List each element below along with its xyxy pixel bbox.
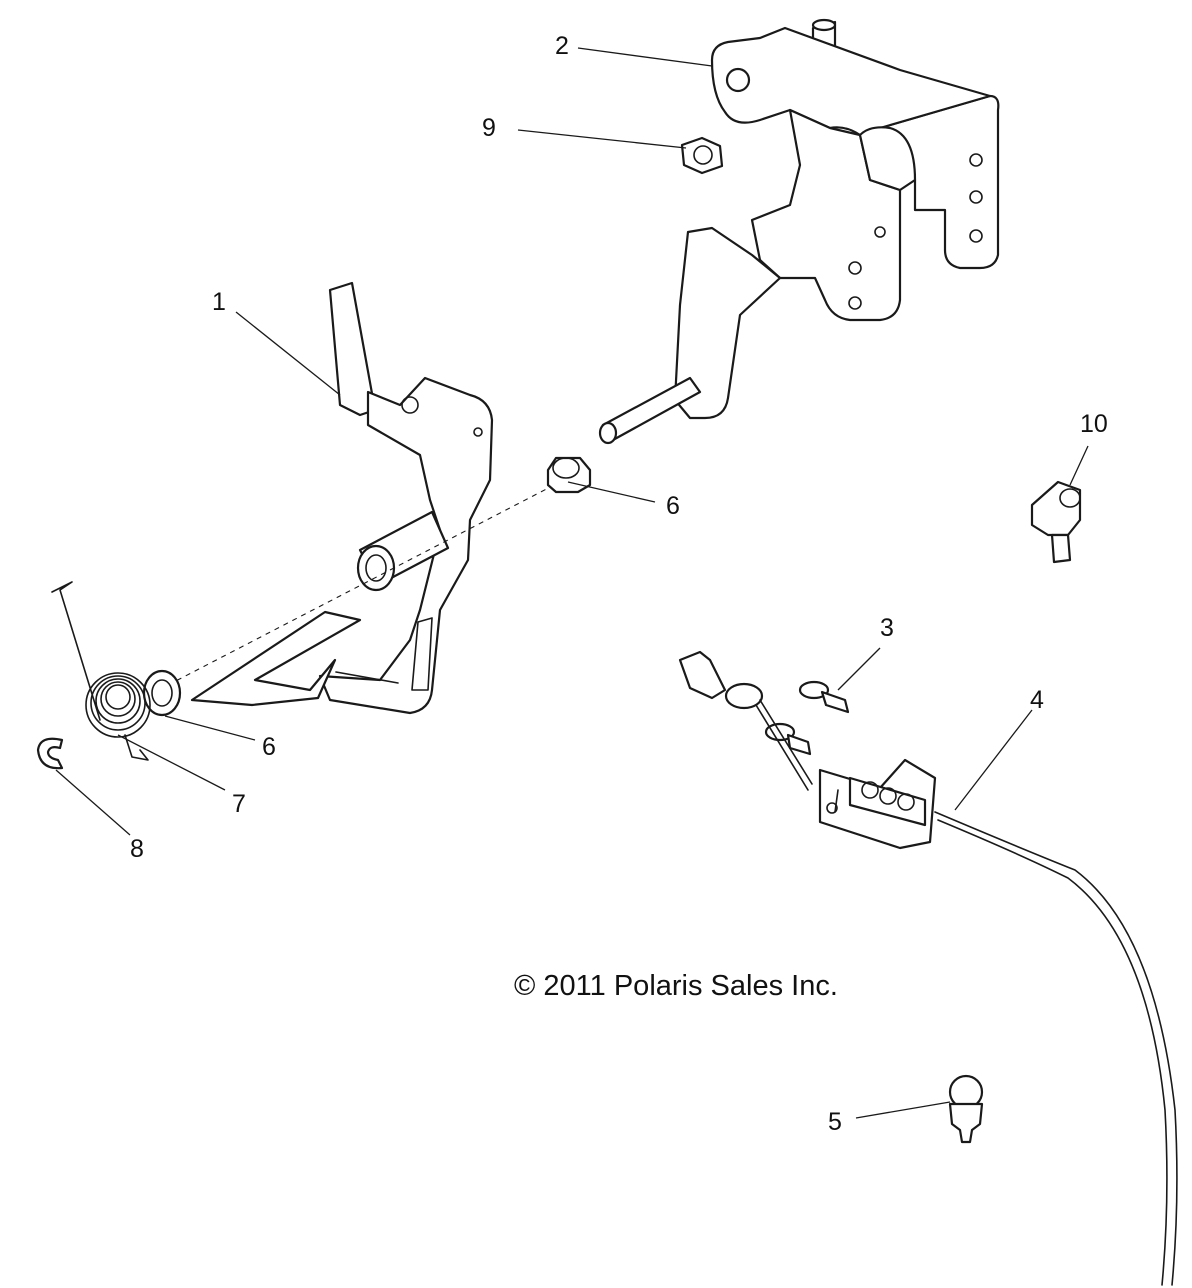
callout-8: 8 bbox=[130, 835, 144, 863]
callout-5: 5 bbox=[828, 1108, 842, 1136]
part-5-push-clip bbox=[948, 1074, 984, 1144]
part-8-e-clip bbox=[36, 737, 64, 770]
part-4-cable-assembly bbox=[678, 650, 1178, 1286]
part-1-pedal-lever bbox=[190, 281, 494, 715]
part-7-torsion-spring bbox=[51, 581, 151, 761]
callout-10: 10 bbox=[1080, 410, 1108, 438]
copyright-notice: © 2011 Polaris Sales Inc. bbox=[514, 970, 838, 1002]
part-6-bushing-upper bbox=[546, 456, 592, 494]
callout-6-lower: 6 bbox=[262, 733, 276, 761]
callout-3: 3 bbox=[880, 614, 894, 642]
callout-labels: 2 9 1 6 10 3 4 6 7 8 5 bbox=[130, 32, 1108, 1136]
callout-6-upper: 6 bbox=[666, 492, 680, 520]
callout-9: 9 bbox=[482, 114, 496, 142]
leader-lines bbox=[55, 47, 1089, 1119]
part-10-clip bbox=[1030, 480, 1082, 564]
part-3-rivet-upper bbox=[798, 680, 850, 714]
part-9-flange-nut bbox=[680, 136, 724, 175]
part-6-bushing-lower bbox=[142, 669, 182, 717]
callout-7: 7 bbox=[232, 790, 246, 818]
callout-1: 1 bbox=[212, 288, 226, 316]
part-2-mounting-bracket bbox=[598, 18, 1000, 445]
part-3-rivet-lower bbox=[764, 722, 812, 756]
assembly-centerline bbox=[167, 481, 561, 686]
callout-2: 2 bbox=[555, 32, 569, 60]
callout-4: 4 bbox=[1030, 686, 1044, 714]
